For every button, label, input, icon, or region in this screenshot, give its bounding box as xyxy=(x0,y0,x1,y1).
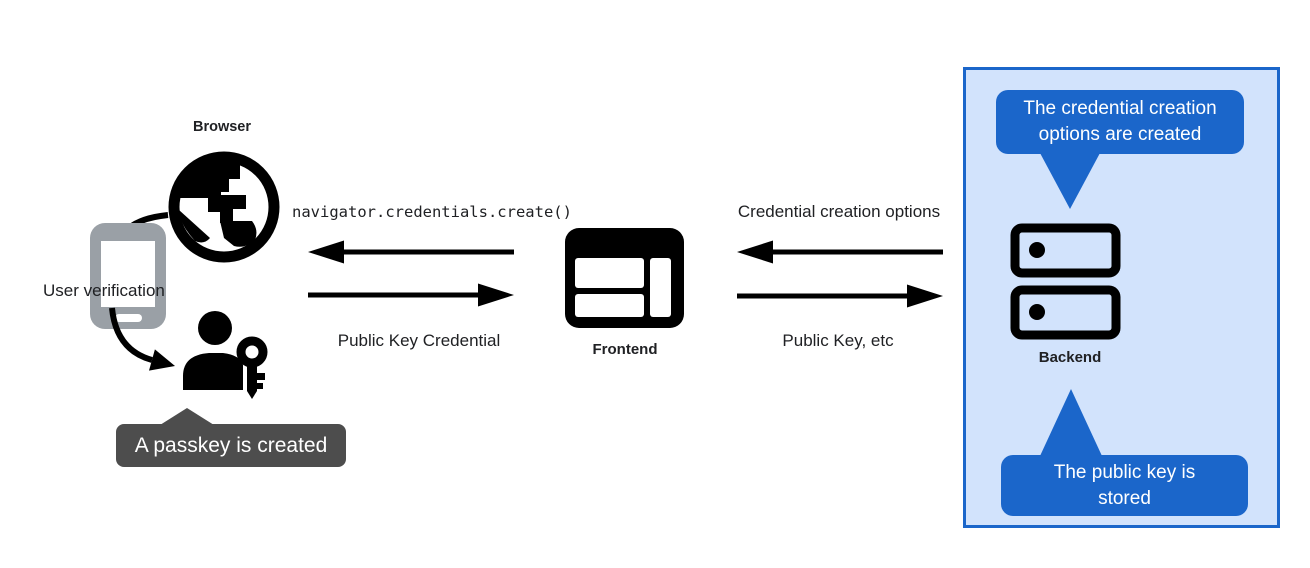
tooltip-pointer xyxy=(1040,153,1100,209)
backend-to-frontend-arrow xyxy=(737,240,943,264)
frontend-label: Frontend xyxy=(592,341,658,358)
create-call-label: navigator.credentials.create() xyxy=(292,203,572,221)
browser-to-frontend-arrow xyxy=(308,283,514,307)
public-key-credential-label: Public Key Credential xyxy=(337,331,501,350)
server-stack-icon xyxy=(1010,223,1121,340)
user-verification-label: User verification xyxy=(43,281,165,300)
tooltip-pointer xyxy=(160,408,214,425)
frontend-to-backend-arrow xyxy=(737,284,943,308)
phone-to-user-arrow xyxy=(109,307,175,371)
frontend-to-browser-arrow xyxy=(308,240,514,264)
backend-label: Backend xyxy=(1038,349,1102,366)
browser-window-icon xyxy=(565,228,684,328)
tooltip-pointer xyxy=(1040,389,1102,456)
passkey-created-tooltip: A passkey is created xyxy=(116,408,346,467)
public-key-etc-label: Public Key, etc xyxy=(782,331,894,350)
globe-icon xyxy=(168,151,280,263)
browser-label: Browser xyxy=(192,119,252,135)
credential-creation-options-label: Credential creation options xyxy=(737,202,941,221)
passkey-created-tooltip-label: A passkey is created xyxy=(134,434,328,457)
smartphone-icon xyxy=(90,223,166,329)
user-key-icon xyxy=(183,311,268,399)
